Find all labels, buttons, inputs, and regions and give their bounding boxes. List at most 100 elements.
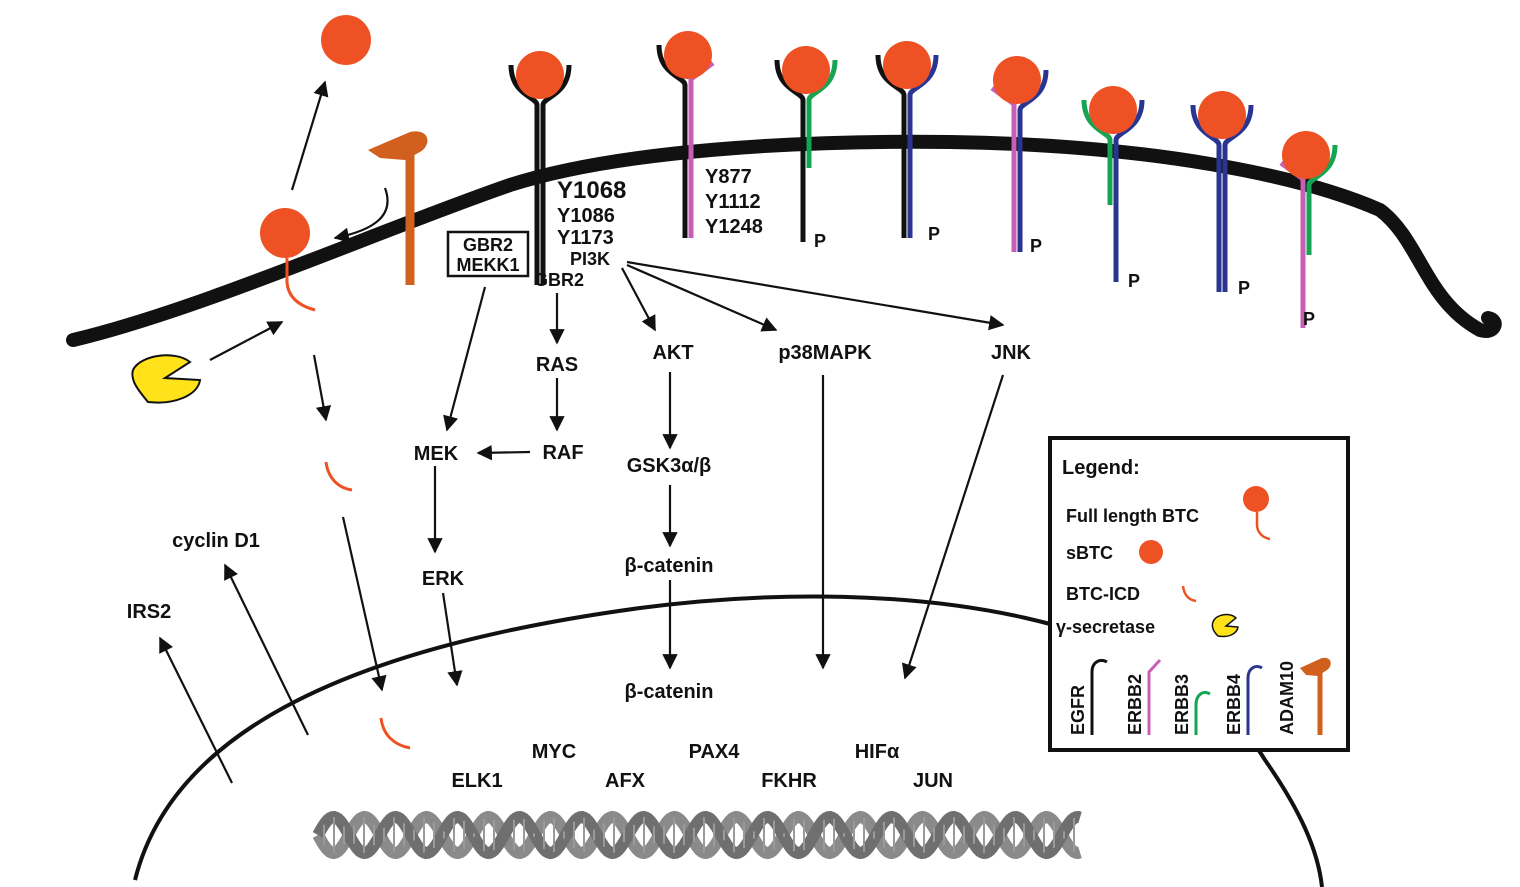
receptor-chain-egfr — [508, 64, 540, 285]
adaptor-box-mekk1: MEKK1 — [456, 255, 519, 275]
beta-catenin-nucleus-label: β-catenin — [625, 681, 714, 703]
legend-adam10-icon — [1300, 657, 1331, 735]
legend-sbtc-icon — [1139, 540, 1163, 564]
myc-label: MYC — [532, 741, 576, 763]
erbb2-site-1: Y877 — [705, 166, 752, 188]
receptor-chain-egfr — [656, 44, 688, 238]
p38mapk-label: p38MAPK — [778, 342, 872, 364]
phospho-p-label: P — [1030, 236, 1042, 256]
arrow-jnk-nucleus — [901, 374, 1005, 680]
arrow-pi3k-p38 — [626, 263, 778, 332]
erk-label: ERK — [422, 568, 465, 590]
elk1-label: ELK1 — [451, 770, 502, 792]
receptor-chain-egfr — [875, 54, 907, 238]
bound-sbtc — [664, 31, 712, 79]
adaptor-box — [446, 230, 530, 278]
arrow-raf-mek — [476, 445, 531, 461]
mek-label: MEK — [414, 443, 459, 465]
gamma-secretase-icon — [131, 354, 202, 404]
receptor-chain-erbb4 — [1113, 99, 1145, 282]
receptor-chain-erbb4 — [1190, 104, 1222, 292]
legend-erbb2-label: ERBB2 — [1125, 674, 1145, 735]
raf-label: RAF — [542, 442, 583, 464]
bound-sbtc — [1089, 86, 1137, 134]
plasma-membrane — [66, 134, 1502, 347]
legend-title: Legend: — [1062, 457, 1140, 479]
receptor-chain-erbb3 — [806, 59, 838, 168]
bound-sbtc — [782, 46, 830, 94]
legend-erbb4-icon — [1246, 664, 1263, 735]
receptor-chain-erbb3 — [1081, 99, 1113, 205]
gsk3-label: GSK3α/β — [627, 455, 712, 477]
phospho-p-label: P — [1303, 309, 1315, 329]
legend-full-btc-icon — [1243, 486, 1269, 512]
dna-helix — [312, 810, 1082, 860]
receptor-chain-erbb2 — [990, 85, 1017, 252]
arrow-erk-nucleus — [441, 592, 463, 687]
adaptor-box-gbr2: GBR2 — [463, 235, 513, 255]
bound-sbtc — [883, 41, 931, 89]
legend-erbb3-icon — [1194, 690, 1211, 735]
bound-sbtc — [516, 51, 564, 99]
arrow-mekk1-mek — [443, 286, 487, 432]
legend-erbb2-icon — [1147, 658, 1162, 735]
bound-sbtc — [993, 56, 1041, 104]
receptor-erbb2-erbb3: P — [1279, 131, 1338, 329]
receptor-chain-erbb4 — [1017, 69, 1049, 252]
icd-arrow-1 — [312, 354, 332, 422]
legend-full-btc-label: Full length BTC — [1066, 506, 1199, 526]
afx-label: AFX — [605, 770, 646, 792]
jun-label: JUN — [913, 770, 953, 792]
receptor-egfr-erbb2 — [656, 31, 715, 238]
ras-label: RAS — [536, 354, 578, 376]
btc-icd-nucleus — [379, 717, 411, 750]
legend-btc-icd-label: BTC-ICD — [1066, 584, 1140, 604]
full-length-btc — [260, 208, 316, 312]
legend-egfr-icon — [1090, 658, 1108, 735]
legend-erbb3-label: ERBB3 — [1172, 674, 1192, 735]
receptor-erbb4-erbb4: P — [1190, 91, 1254, 298]
receptor-erbb3-erbb4: P — [1081, 86, 1145, 291]
egfr-site-3: Y1173 — [557, 227, 614, 249]
receptor-chain-erbb3 — [1306, 144, 1338, 255]
legend-gamma-icon — [1211, 613, 1239, 638]
legend-full-btc-tail — [1255, 512, 1271, 541]
receptor-chain-erbb4 — [907, 54, 939, 238]
legend-box — [1048, 436, 1350, 752]
pax4-label: PAX4 — [689, 741, 741, 763]
bound-sbtc — [1282, 131, 1330, 179]
legend: Legend: Full length BTC sBTC BTC-ICD γ-s… — [1048, 436, 1350, 752]
receptor-chain-erbb4 — [1222, 104, 1254, 292]
receptor-chain-egfr — [540, 64, 572, 285]
legend-egfr-label: EGFR — [1068, 685, 1088, 735]
legend-gamma-label: γ-secretase — [1056, 617, 1155, 637]
receptor-erbb2-erbb4: P — [990, 56, 1049, 256]
phospho-p-label: P — [1238, 278, 1250, 298]
adam10-protease — [368, 131, 428, 285]
erbb2-site-3: Y1248 — [705, 216, 763, 238]
receptor-chain-egfr — [774, 59, 806, 242]
egfr-site-2: Y1086 — [557, 205, 615, 227]
hif-alpha-label: HIFα — [855, 741, 900, 763]
gamma-cleavage-arrow — [209, 321, 284, 361]
phospho-p-label: P — [814, 231, 826, 251]
arrow-pi3k-akt — [621, 267, 656, 332]
arrow-to-irs2 — [159, 636, 233, 784]
akt-label: AKT — [652, 342, 693, 364]
phospho-p-label: P — [1128, 271, 1140, 291]
receptor-egfr-egfr — [508, 51, 572, 285]
irs2-label: IRS2 — [127, 601, 171, 623]
released-sbtc — [321, 15, 371, 65]
legend-sbtc-label: sBTC — [1066, 543, 1113, 563]
adam10-cleavage-arrow — [333, 187, 389, 243]
release-arrow — [290, 80, 329, 191]
beta-catenin-cytoplasm-label: β-catenin — [625, 555, 714, 577]
legend-btc-icd-icon — [1181, 585, 1197, 603]
erbb2-site-2: Y1112 — [705, 191, 761, 213]
arrow-pi3k-jnk — [626, 260, 1005, 331]
nuclear-envelope — [133, 594, 1324, 887]
jnk-label: JNK — [991, 342, 1032, 364]
receptor-egfr-erbb3: P — [774, 46, 838, 251]
